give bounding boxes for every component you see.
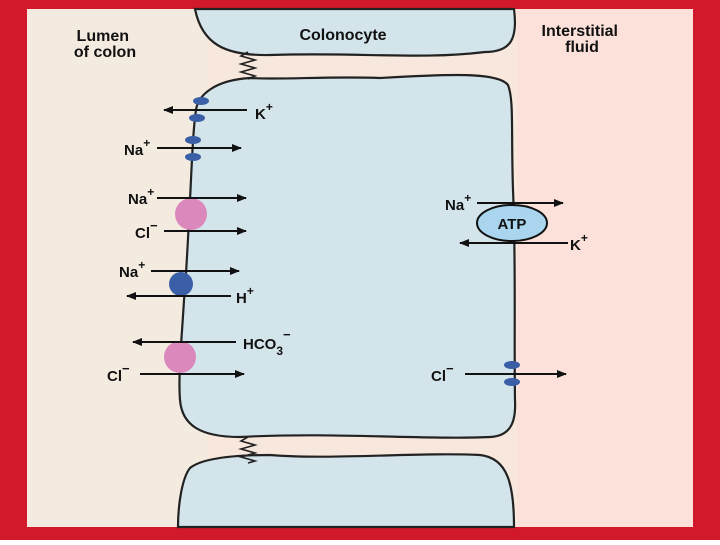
apical-na-channel-bottom <box>185 153 201 161</box>
apical-k-channel-bottom <box>189 114 205 122</box>
na-cl-cotransporter <box>175 198 207 230</box>
apical-na-channel-top <box>185 136 201 144</box>
apical-k-label: K+ <box>255 100 273 123</box>
exchange-h-label: H+ <box>236 284 254 307</box>
pump-na-label: Na+ <box>445 191 471 214</box>
exchange-cl-label: Cl− <box>107 361 130 385</box>
interstitial-region <box>517 9 693 527</box>
colonocyte-cell <box>178 73 517 439</box>
basolateral-cl-label: Cl− <box>431 361 454 385</box>
cotransport-cl-label: Cl− <box>135 218 158 242</box>
apical-na-label: Na+ <box>124 136 150 159</box>
basolateral-cl-channel-top <box>504 361 520 369</box>
na-k-atpase-pump <box>476 204 548 242</box>
lower-neighbor-cell <box>176 453 516 529</box>
lumen-region <box>27 9 207 527</box>
lumen-label: Lumen of colon <box>74 28 136 61</box>
cotransport-na-label: Na+ <box>128 185 154 208</box>
pump-k-label: K+ <box>570 231 588 254</box>
apical-k-channel-top <box>193 97 209 105</box>
interstitial-label: Interstitial fluid <box>542 23 623 56</box>
atp-label: ATP <box>498 216 527 233</box>
colonocyte-label: Colonocyte <box>299 27 386 44</box>
hco3-label: HCO3− <box>243 327 291 358</box>
cl-hco3-exchanger <box>164 341 196 373</box>
tight-junction-bottom <box>238 436 258 464</box>
upper-neighbor-cell <box>193 7 516 57</box>
na-h-exchanger <box>169 272 193 296</box>
tight-junction-top <box>238 51 258 80</box>
basolateral-cl-channel-bottom <box>504 378 520 386</box>
exchange-na-label: Na+ <box>119 258 145 281</box>
